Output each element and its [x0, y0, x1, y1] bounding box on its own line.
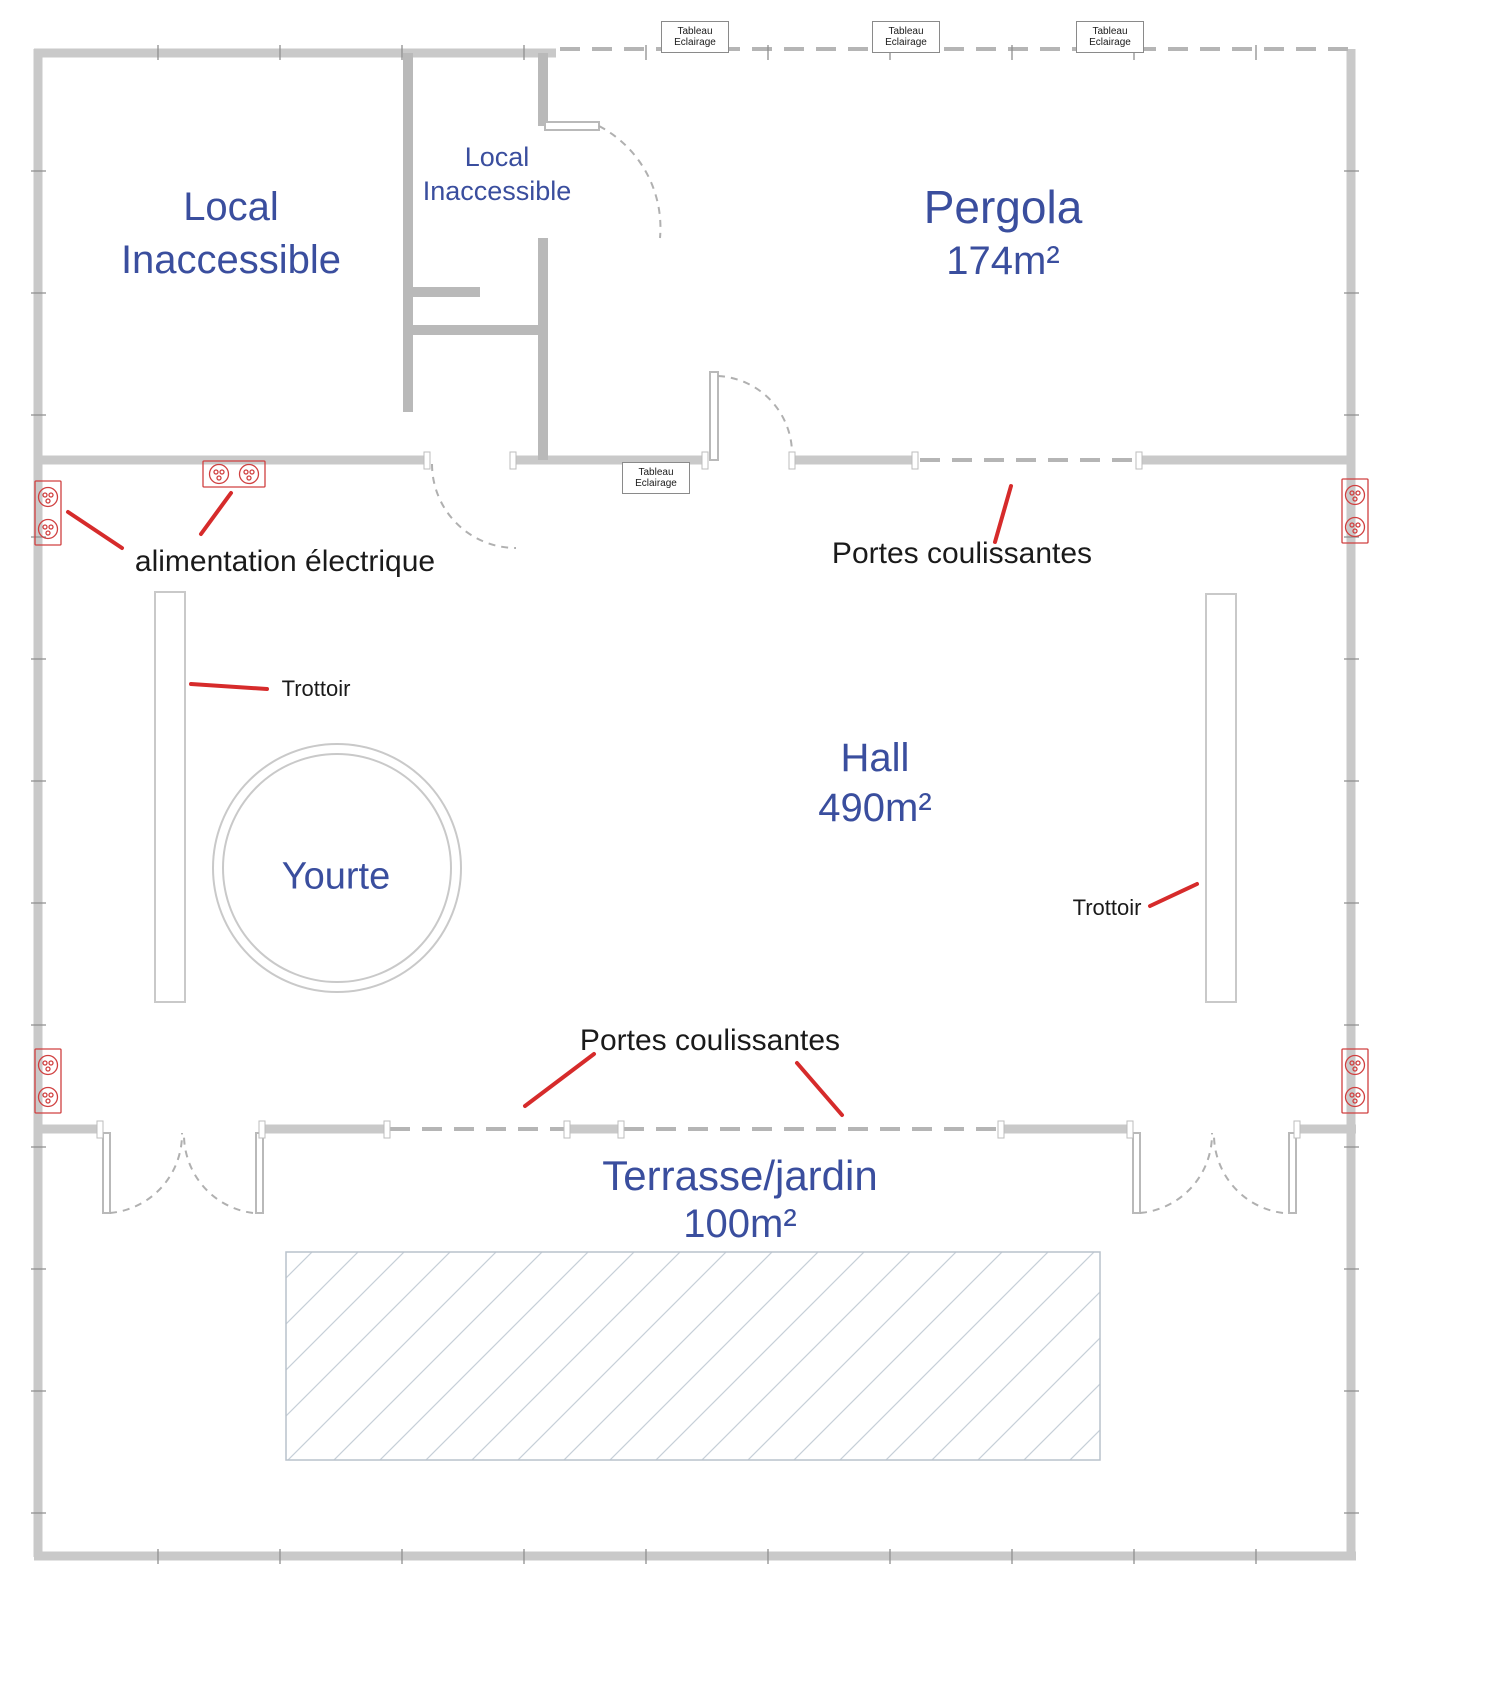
leader-trottoir-left: [189, 682, 269, 691]
annotation-portes-coulissantes-bottom: Portes coulissantes: [579, 1024, 841, 1057]
tableau-eclairage-panel: Tableau Eclairage: [1076, 21, 1144, 53]
leader-portes-bottom-1: [523, 1052, 596, 1108]
tableau-eclairage-panel: Tableau Eclairage: [622, 462, 690, 494]
leader-portes-top: [993, 484, 1013, 544]
room-name: Inaccessible: [120, 238, 342, 282]
panel-label: Tableau: [677, 26, 713, 37]
door-jambs: [96, 451, 1301, 1139]
room-name: Yourte: [281, 855, 391, 898]
tableau-eclairage-panel: Tableau Eclairage: [872, 21, 940, 53]
electrical-outlet-icon: [202, 460, 266, 488]
door-leaf: [255, 1132, 264, 1214]
room-label-pergola: Pergola 174m²: [924, 180, 1083, 288]
door-leaf: [1288, 1132, 1297, 1214]
door-swing-arc: [431, 463, 517, 549]
room-label-local-inaccessible-small: Local Inaccessible: [423, 140, 572, 208]
room-name: Local: [464, 142, 530, 172]
room-name: Terrasse/jardin: [602, 1152, 878, 1199]
room-name: Hall: [840, 736, 910, 780]
annotation-trottoir-right: Trottoir: [1072, 895, 1142, 920]
door-leaf: [709, 371, 719, 461]
room-label-terrasse: Terrasse/jardin 100m²: [602, 1152, 877, 1248]
room-area: 100m²: [683, 1202, 797, 1246]
leader-trottoir-right: [1148, 882, 1199, 908]
room-name: Pergola: [923, 181, 1083, 233]
door-swing-arc: [1212, 1132, 1284, 1214]
annotation-portes-coulissantes-top: Portes coulissantes: [831, 537, 1093, 570]
trottoir-left-strip: [154, 591, 186, 1003]
annotation-trottoir-left: Trottoir: [281, 676, 351, 701]
panel-label: Eclairage: [1089, 37, 1131, 48]
panel-label: Tableau: [1092, 26, 1128, 37]
trottoir-right-strip: [1205, 593, 1237, 1003]
door-swing-arc: [598, 125, 662, 239]
interior-partitions: [403, 53, 548, 460]
annotation-leader-lines: [66, 484, 1199, 1117]
panel-label: Eclairage: [674, 37, 716, 48]
door-swing-icons: [102, 121, 1297, 1214]
electrical-outlet-icon: [34, 480, 62, 546]
leader-portes-bottom-2: [795, 1061, 844, 1117]
electrical-outlet-icon: [1341, 478, 1369, 544]
panel-label: Eclairage: [635, 478, 677, 489]
door-leaf: [102, 1132, 111, 1214]
leader-alimentation-1: [66, 510, 124, 550]
door-swing-arc: [182, 1132, 254, 1214]
tableau-eclairage-panel: Tableau Eclairage: [661, 21, 729, 53]
door-swing-arc: [1139, 1132, 1214, 1214]
room-name: Local: [183, 185, 279, 229]
panel-label: Tableau: [888, 26, 924, 37]
room-label-local-inaccessible-large: Local Inaccessible: [121, 181, 341, 287]
electrical-outlet-icon: [34, 1048, 62, 1114]
electrical-outlets: [34, 460, 1369, 1114]
yourte-circle: [212, 743, 462, 993]
room-area: 490m²: [818, 786, 932, 830]
panel-label: Tableau: [638, 467, 674, 478]
room-label-yourte: Yourte: [282, 856, 390, 899]
door-swing-arc: [717, 375, 794, 457]
room-area: 174m²: [946, 239, 1060, 283]
room-name: Inaccessible: [422, 176, 572, 206]
electrical-outlet-icon: [1341, 1048, 1369, 1114]
door-swing-arc: [109, 1132, 184, 1214]
terrasse-hatched-area: [285, 1251, 1101, 1461]
outer-walls: [33, 48, 1356, 1561]
room-label-hall: Hall 490m²: [818, 733, 931, 833]
panel-label: Eclairage: [885, 37, 927, 48]
annotation-alimentation-electrique: alimentation électrique: [134, 545, 436, 578]
door-leaf: [544, 121, 600, 131]
door-leaf: [1132, 1132, 1141, 1214]
leader-alimentation-2: [199, 491, 233, 536]
